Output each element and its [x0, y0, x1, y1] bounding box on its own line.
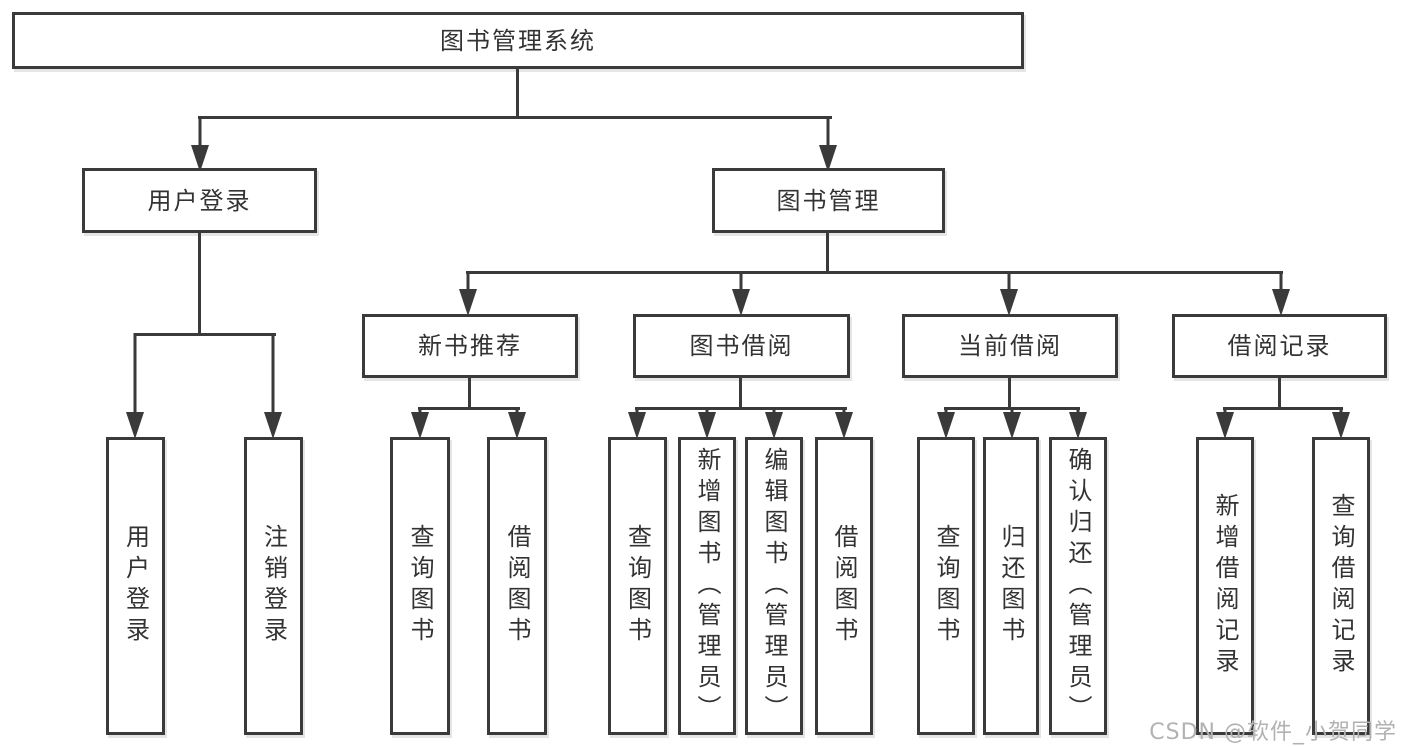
leaf-add-books-admin: 新增图书（管理员）: [678, 437, 736, 735]
connector-arrow: [1003, 407, 1021, 439]
leaf-confirm-return-admin-label: 确认归还（管理员）: [1064, 446, 1092, 726]
node-borrow-records-label: 借阅记录: [1227, 332, 1332, 360]
leaf-confirm-return-admin: 确认归还（管理员）: [1049, 437, 1107, 735]
connector-line: [468, 377, 471, 409]
leaf-logout-label: 注销登录: [259, 524, 288, 648]
connector-arrow: [126, 333, 144, 439]
leaf-query-books-borrowing-label: 查询图书: [623, 524, 652, 648]
node-current-borrowing: 当前借阅: [902, 314, 1118, 378]
leaf-user-login-label: 用户登录: [121, 524, 150, 648]
leaf-return-books: 归还图书: [983, 437, 1039, 735]
node-book-management-label: 图书管理: [776, 186, 881, 215]
leaf-add-books-admin-label: 新增图书（管理员）: [693, 446, 721, 726]
leaf-add-borrow-record: 新增借阅记录: [1196, 437, 1254, 735]
leaf-borrow-books-borrowing-label: 借阅图书: [830, 524, 858, 648]
leaf-return-books-label: 归还图书: [997, 524, 1025, 648]
leaf-borrow-books-recommend: 借阅图书: [487, 437, 547, 735]
connector-line: [466, 271, 1283, 274]
connector-line: [198, 116, 832, 119]
watermark: CSDN @软件_小贺同学: [1149, 720, 1397, 745]
connector-line: [826, 231, 829, 274]
leaf-add-borrow-record-label: 新增借阅记录: [1211, 493, 1239, 679]
node-root: 图书管理系统: [12, 12, 1024, 69]
node-new-book-recommend-label: 新书推荐: [418, 332, 522, 360]
connector-line: [635, 407, 847, 410]
node-book-borrowing: 图书借阅: [633, 314, 850, 378]
connector-arrow: [191, 116, 209, 172]
connector-arrow: [1332, 407, 1350, 439]
connector-arrow: [937, 407, 955, 439]
connector-arrow: [1216, 407, 1234, 439]
connector-line: [516, 66, 519, 118]
connector-arrow: [411, 407, 429, 439]
leaf-borrow-books-recommend-label: 借阅图书: [503, 524, 531, 648]
leaf-logout: 注销登录: [244, 437, 303, 735]
leaf-query-books-borrowing: 查询图书: [608, 437, 667, 735]
leaf-query-books-current-label: 查询图书: [932, 524, 960, 648]
leaf-edit-books-admin: 编辑图书（管理员）: [745, 437, 803, 735]
connector-line: [418, 407, 520, 410]
connector-line: [739, 377, 742, 409]
connector-arrow: [264, 333, 282, 439]
leaf-query-borrow-record-label: 查询借阅记录: [1327, 493, 1355, 679]
node-root-label: 图书管理系统: [440, 26, 596, 55]
node-book-management: 图书管理: [712, 168, 945, 233]
connector-line: [1223, 407, 1343, 410]
leaf-query-books-recommend-label: 查询图书: [406, 524, 434, 648]
leaf-user-login: 用户登录: [106, 437, 165, 735]
leaf-query-borrow-record: 查询借阅记录: [1312, 437, 1370, 735]
leaf-query-books-recommend: 查询图书: [390, 437, 450, 735]
node-new-book-recommend: 新书推荐: [362, 314, 578, 378]
node-book-borrowing-label: 图书借阅: [689, 332, 794, 360]
connector-arrow: [1069, 407, 1087, 439]
connector-line: [1278, 377, 1281, 409]
node-user-login: 用户登录: [82, 168, 317, 233]
connector-arrow: [698, 407, 716, 439]
connector-arrow: [459, 271, 477, 316]
connector-arrow: [732, 271, 750, 316]
connector-line: [1008, 377, 1011, 409]
connector-arrow: [508, 407, 526, 439]
connector-arrow: [1272, 271, 1290, 316]
connector-line: [134, 333, 276, 336]
leaf-borrow-books-borrowing: 借阅图书: [815, 437, 873, 735]
node-borrow-records: 借阅记录: [1172, 314, 1387, 378]
node-current-borrowing-label: 当前借阅: [958, 332, 1062, 360]
connector-arrow: [628, 407, 646, 439]
node-user-login-label: 用户登录: [147, 186, 252, 215]
leaf-edit-books-admin-label: 编辑图书（管理员）: [760, 446, 788, 726]
connector-arrow: [1000, 271, 1018, 316]
connector-arrow: [765, 407, 783, 439]
connector-line: [198, 231, 201, 335]
leaf-query-books-current: 查询图书: [917, 437, 975, 735]
connector-arrow: [819, 116, 837, 172]
connector-arrow: [835, 407, 853, 439]
